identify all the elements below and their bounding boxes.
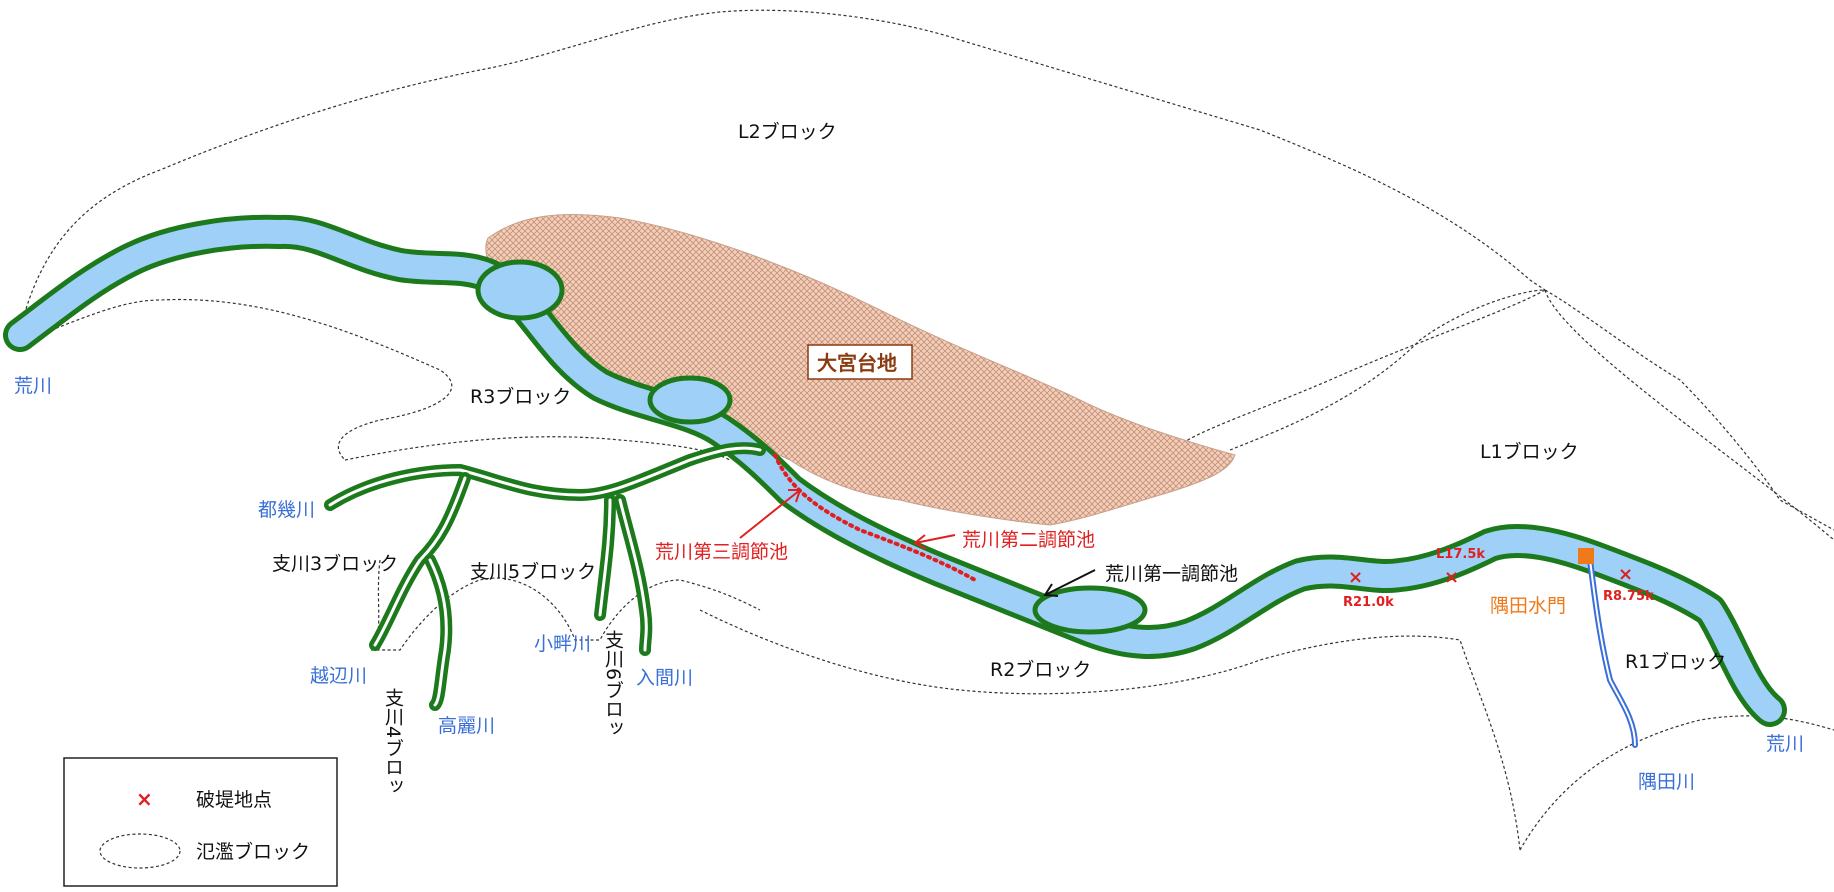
- pond3-boundary-line: [773, 453, 977, 582]
- breach-marks: × × ×: [1348, 564, 1633, 588]
- facility-label-pond3: 荒川第三調節池: [655, 541, 788, 563]
- pond3-arrow: [739, 489, 801, 539]
- kohan-river-center: [598, 498, 612, 617]
- facility-label-pond1: 荒川第一調節池: [1105, 563, 1238, 585]
- koma-river-center: [428, 558, 448, 707]
- block-label-r2: R2ブロック: [990, 658, 1091, 681]
- block-l1-boundary: [1229, 289, 1834, 531]
- iruma-river: [614, 494, 653, 656]
- block-l1-east: [1544, 289, 1834, 541]
- pond2-arrow-head: [913, 534, 927, 550]
- block-label-l2: L2ブロック: [738, 120, 837, 143]
- plateau-label: 大宮台地: [817, 351, 897, 375]
- legend-box: [63, 757, 338, 887]
- legend-breach-symbol: ×: [136, 787, 153, 811]
- breach-mark-r21: ×: [1348, 567, 1363, 588]
- block-r3-boundary: [24, 298, 453, 461]
- block-r1-boundary: [1519, 715, 1834, 851]
- facility-arrows: [739, 489, 1096, 597]
- river-label-koshibe: 越辺川: [310, 665, 367, 687]
- river-label-arakawa-upstream: 荒川: [14, 375, 52, 397]
- block-label-l1: L1ブロック: [1480, 440, 1579, 463]
- facility-label-gate: 隅田水門: [1490, 595, 1566, 617]
- toki-river-center: [328, 446, 762, 507]
- toki-river: [324, 442, 766, 511]
- block-l1-l2-divider: [1179, 289, 1546, 446]
- block-label-r3: R3ブロック: [470, 385, 571, 408]
- river-label-iruma: 入間川: [636, 667, 693, 689]
- pond1-arrow: [1044, 569, 1096, 596]
- river-label-arakawa-downstream: 荒川: [1766, 733, 1804, 755]
- facility-label-pond2: 荒川第二調節池: [962, 529, 1095, 551]
- breach-label-r875: R8.75k: [1603, 589, 1654, 604]
- block-label-tributary4: 支川4ブロッ: [382, 688, 404, 795]
- arakawa-main-river: [3, 214, 1787, 727]
- legend: × 破堤地点 氾濫ブロック: [63, 757, 338, 887]
- legend-breach-label: 破堤地点: [196, 789, 272, 811]
- pond1-arrow-head: [1043, 583, 1059, 597]
- block-label-r1: R1ブロック: [1625, 650, 1726, 673]
- river-label-sumida: 隅田川: [1638, 771, 1695, 793]
- legend-block-label: 氾濫ブロック: [196, 840, 310, 863]
- sumida-river-center: [1589, 559, 1636, 746]
- breach-label-l175: L17.5k: [1436, 547, 1485, 562]
- block-label-tributary5: 支川5ブロック: [470, 560, 596, 583]
- flood-block-boundaries: [19, 9, 1834, 851]
- block-label-tributary6: 支川6ブロッ: [602, 630, 624, 737]
- tributaries: [324, 442, 766, 711]
- river-label-kohan: 小畔川: [534, 633, 591, 655]
- breach-mark-l175: ×: [1444, 567, 1459, 588]
- river-label-koma: 高麗川: [438, 715, 495, 737]
- block-r3-south: [344, 436, 731, 461]
- river-label-toki: 都幾川: [258, 499, 315, 521]
- retention-basin-upper: [475, 259, 565, 321]
- breach-label-r21: R21.0k: [1343, 595, 1394, 610]
- arakawa-water: [8, 219, 1782, 722]
- sumida-gate-marker: [1578, 548, 1594, 564]
- koshibe-river-center: [373, 476, 467, 647]
- retention-basin-first: [1032, 585, 1148, 635]
- pond2-arrow: [914, 534, 956, 544]
- block-label-tributary3: 支川3ブロック: [272, 552, 398, 575]
- plateau-label-box: [807, 344, 913, 380]
- retention-basin-middle: [647, 375, 733, 425]
- iruma-river-center: [618, 498, 648, 652]
- block-l2-boundary: [19, 9, 1546, 331]
- legend-block-symbol: [99, 833, 181, 869]
- pond3-arrow-head: [788, 489, 802, 503]
- breach-mark-r875: ×: [1618, 564, 1633, 585]
